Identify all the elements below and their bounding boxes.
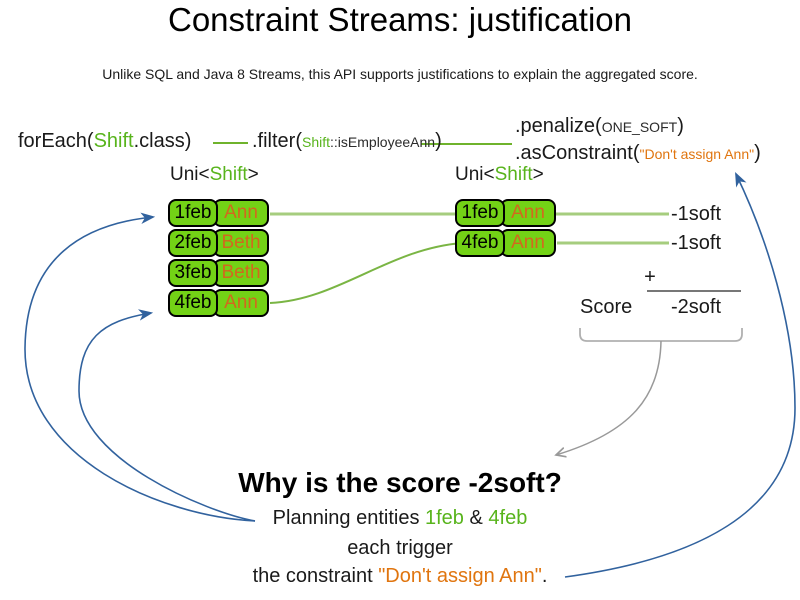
explanation-line3-prefix: the constraint bbox=[252, 565, 379, 587]
stream-type-left-type: Shift bbox=[209, 164, 248, 185]
table-row: 1feb Ann bbox=[168, 199, 269, 227]
explanation-block: Why is the score -2soft? Planning entiti… bbox=[0, 468, 800, 588]
explanation-entity-1: 1feb bbox=[425, 507, 464, 529]
explanation-amp: & bbox=[463, 507, 489, 529]
stream-type-right-suffix: > bbox=[532, 164, 544, 185]
shift-date-cell: 2feb bbox=[168, 229, 218, 257]
page-subtitle: Unlike SQL and Java 8 Streams, this API … bbox=[102, 66, 698, 82]
code-filter-class: Shift bbox=[302, 134, 331, 150]
stream-type-left: Uni<Shift> bbox=[170, 164, 259, 186]
code-foreach-fn: forEach( bbox=[18, 130, 94, 152]
table-row: 3feb Beth bbox=[168, 259, 269, 287]
explanation-constraint: "Don't assign Ann" bbox=[378, 565, 542, 587]
shift-date-cell: 4feb bbox=[168, 289, 218, 317]
explanation-line1-prefix: Planning entities bbox=[272, 507, 425, 529]
table-row: 4feb Ann bbox=[455, 229, 556, 257]
code-filter-fn: .filter( bbox=[252, 130, 302, 152]
table-row: 2feb Beth bbox=[168, 229, 269, 257]
score-to-explanation-arrow bbox=[556, 340, 662, 455]
shift-table-filtered: 1feb Ann 4feb Ann bbox=[455, 199, 556, 259]
code-filter-close: ) bbox=[435, 130, 442, 152]
stream-type-left-prefix: Uni< bbox=[170, 164, 210, 185]
code-penalize: .penalize(ONE_SOFT) bbox=[515, 115, 684, 138]
penalty-value-1: -1soft bbox=[671, 203, 722, 225]
code-filter-method: ::isEmployeeAnn bbox=[330, 134, 436, 150]
explanation-line-2: each trigger bbox=[347, 537, 453, 559]
code-filter: .filter(Shift::isEmployeeAnn) bbox=[252, 130, 442, 153]
shift-employee-cell: Ann bbox=[213, 199, 269, 227]
shift-employee-cell: Ann bbox=[213, 289, 269, 317]
shift-employee-cell: Beth bbox=[213, 229, 269, 257]
code-penalize-close: ) bbox=[677, 115, 684, 137]
explanation-to-1feb-arrow bbox=[24, 212, 256, 522]
plus-sign: + bbox=[644, 266, 656, 288]
match-curve-4feb bbox=[269, 242, 463, 304]
table-row: 4feb Ann bbox=[168, 289, 269, 317]
explanation-to-constraint-arrow bbox=[564, 172, 796, 578]
explanation-line-3: the constraint "Don't assign Ann". bbox=[0, 564, 800, 588]
penalty-value-2: -1soft bbox=[671, 232, 722, 254]
stream-type-right-type: Shift bbox=[494, 164, 533, 185]
table-row: 1feb Ann bbox=[455, 199, 556, 227]
shift-employee-cell: Beth bbox=[213, 259, 269, 287]
explanation-line-1: Planning entities 1feb & 4feb bbox=[0, 506, 800, 530]
code-penalize-arg: ONE_SOFT bbox=[601, 119, 678, 135]
stream-type-right: Uni<Shift> bbox=[455, 164, 544, 186]
code-penalize-fn: .penalize( bbox=[515, 115, 602, 137]
shift-employee-cell: Ann bbox=[500, 229, 556, 257]
shift-table-all: 1feb Ann 2feb Beth 3feb Beth 4feb Ann bbox=[168, 199, 269, 319]
explanation-to-4feb-arrow bbox=[78, 309, 256, 522]
explanation-line3-suffix: . bbox=[541, 565, 548, 587]
shift-date-cell: 1feb bbox=[168, 199, 218, 227]
explanation-heading: Why is the score -2soft? bbox=[238, 467, 562, 498]
code-foreach-class: Shift bbox=[93, 130, 134, 152]
shift-date-cell: 4feb bbox=[455, 229, 505, 257]
score-label: Score bbox=[580, 296, 633, 318]
code-asconstraint-close: ) bbox=[754, 142, 761, 164]
code-asconstraint-arg: "Don't assign Ann" bbox=[639, 146, 755, 162]
code-asconstraint: .asConstraint("Don't assign Ann") bbox=[515, 142, 761, 165]
code-asconstraint-fn: .asConstraint( bbox=[515, 142, 640, 164]
stream-type-right-prefix: Uni< bbox=[455, 164, 495, 185]
score-total: -2soft bbox=[671, 296, 722, 318]
explanation-entity-2: 4feb bbox=[488, 507, 528, 529]
shift-date-cell: 3feb bbox=[168, 259, 218, 287]
score-bracket bbox=[579, 328, 743, 342]
shift-employee-cell: Ann bbox=[500, 199, 556, 227]
stream-type-left-suffix: > bbox=[247, 164, 259, 185]
shift-date-cell: 1feb bbox=[455, 199, 505, 227]
code-foreach: forEach(Shift.class) bbox=[18, 130, 191, 153]
code-foreach-suffix: .class) bbox=[133, 130, 192, 152]
page-title: Constraint Streams: justification bbox=[167, 1, 632, 38]
